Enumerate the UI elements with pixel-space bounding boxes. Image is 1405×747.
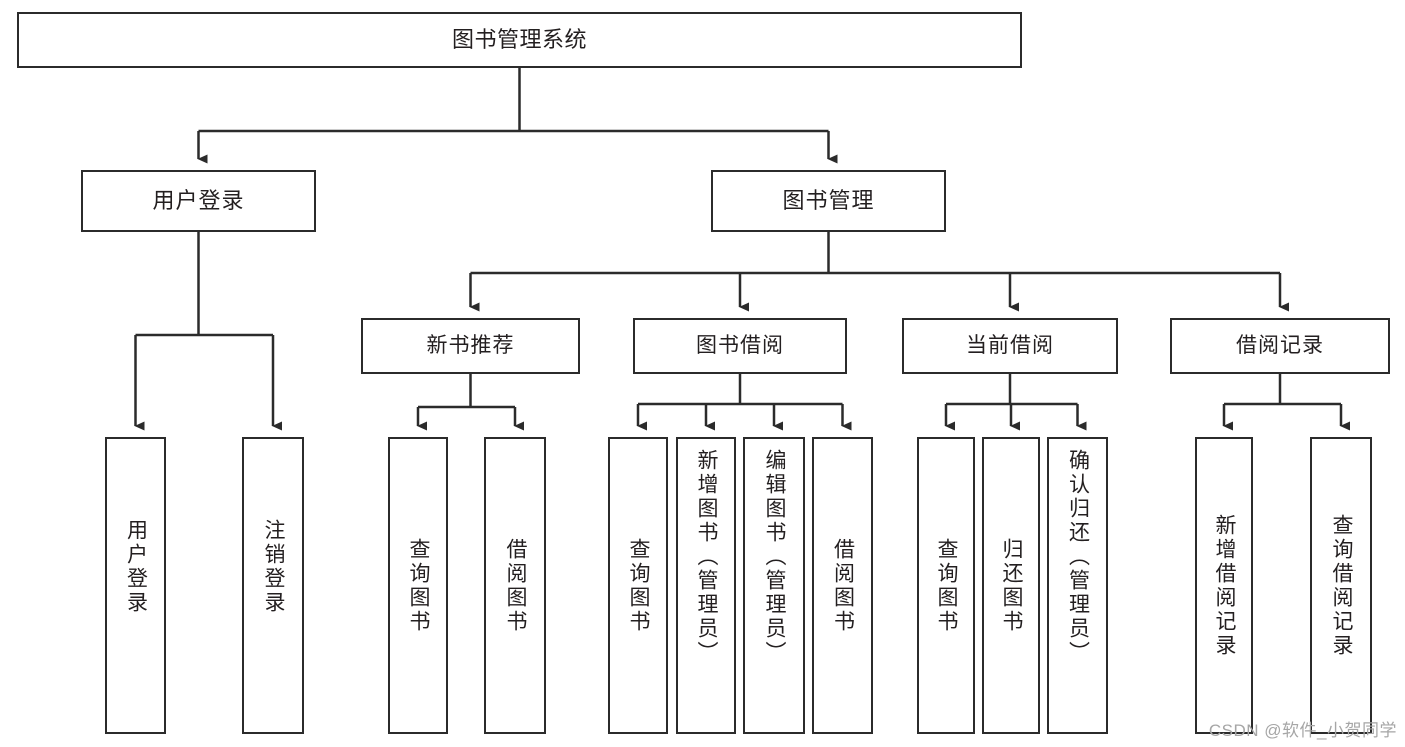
node-label: 用户登录 [124,519,148,615]
node-label: 借阅图书 [831,537,855,634]
node-label: 查询图书 [935,537,959,634]
node-records[interactable]: 借阅记录 [1170,318,1390,374]
node-leaf-borrow-3[interactable]: 编辑图书（管理员） [743,437,805,734]
node-leaf-cur-3[interactable]: 确认归还（管理员） [1047,437,1108,734]
node-borrow[interactable]: 图书借阅 [633,318,847,374]
node-leaf-new-1[interactable]: 查询图书 [388,437,448,734]
node-leaf-rec-2[interactable]: 查询借阅记录 [1310,437,1372,734]
node-leaf-cur-2[interactable]: 归还图书 [982,437,1040,734]
node-leaf-cur-1[interactable]: 查询图书 [917,437,975,734]
node-leaf-login-1[interactable]: 用户登录 [105,437,166,734]
node-label: 编辑图书（管理员） [763,449,787,665]
node-current[interactable]: 当前借阅 [902,318,1118,374]
node-leaf-borrow-4[interactable]: 借阅图书 [812,437,873,734]
node-label: 注销登录 [262,519,286,615]
node-label: 查询图书 [407,537,431,634]
node-label: 确认归还（管理员） [1066,449,1090,665]
node-label: 图书管理系统 [451,27,587,53]
node-label: 新增借阅记录 [1213,513,1237,658]
node-leaf-rec-1[interactable]: 新增借阅记录 [1195,437,1253,734]
node-leaf-new-2[interactable]: 借阅图书 [484,437,546,734]
node-label: 当前借阅 [966,333,1054,357]
node-leaf-borrow-2[interactable]: 新增图书（管理员） [676,437,736,734]
node-label: 归还图书 [1000,537,1024,634]
watermark: CSDN @软件_小贺同学 [1208,721,1397,740]
node-leaf-borrow-1[interactable]: 查询图书 [608,437,668,734]
node-label: 图书借阅 [696,333,784,357]
node-label: 借阅记录 [1236,333,1324,357]
node-bookmgmt[interactable]: 图书管理 [711,170,946,232]
node-root[interactable]: 图书管理系统 [17,12,1022,68]
node-label: 图书管理 [782,188,875,214]
node-label: 查询借阅记录 [1330,513,1354,658]
node-label: 新书推荐 [426,333,515,357]
node-leaf-login-2[interactable]: 注销登录 [242,437,304,734]
node-login[interactable]: 用户登录 [81,170,316,232]
node-label: 查询图书 [627,537,651,634]
node-newbook[interactable]: 新书推荐 [361,318,580,374]
node-label: 借阅图书 [504,537,528,634]
node-label: 用户登录 [152,188,245,214]
node-label: 新增图书（管理员） [695,449,719,665]
